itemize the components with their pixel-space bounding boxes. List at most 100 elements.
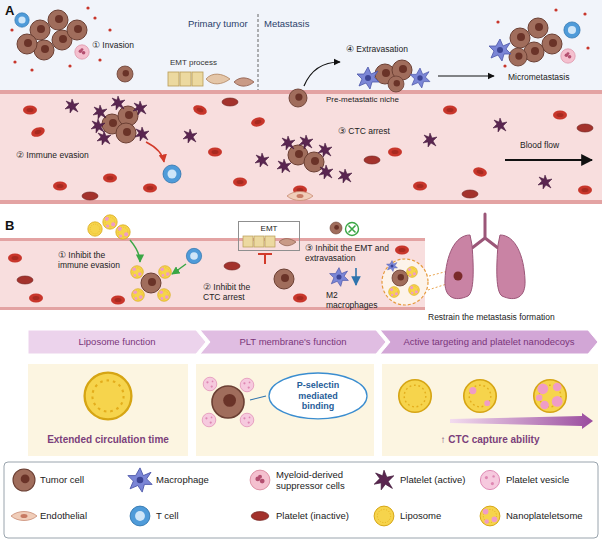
lung-inset-part xyxy=(472,214,498,248)
m2-macrophage-part xyxy=(330,268,349,287)
ctc-cluster-part xyxy=(93,105,107,119)
function-chevron-text: Liposome function xyxy=(78,336,155,347)
pselectin-binding-part xyxy=(212,386,244,418)
liposome-group-part xyxy=(88,222,102,236)
emt-inhibition-part xyxy=(274,269,294,289)
ctc-arrest-part xyxy=(277,159,291,173)
lung-inset-part xyxy=(497,235,525,299)
emt-cells-part xyxy=(192,72,203,86)
captured-ctc-part xyxy=(132,289,145,302)
lung-inset-part xyxy=(407,267,418,278)
emt-inhibition-part xyxy=(264,254,266,264)
legend-icons-part xyxy=(13,469,35,491)
primary-tumor-part xyxy=(117,66,133,82)
ctc-cluster-part xyxy=(133,101,147,115)
ctc-cluster-part xyxy=(91,119,105,133)
blood-cells-part xyxy=(462,190,478,198)
ctc-arrest-part xyxy=(319,165,333,179)
captured-ctc-part xyxy=(158,289,171,302)
function-chevron-shape xyxy=(380,330,598,354)
extravasation-part xyxy=(304,62,340,86)
emt-inhibition-part xyxy=(279,239,296,246)
lung-inset-part xyxy=(389,287,400,298)
emt-box-text: EMT xyxy=(261,224,278,233)
ctc-arrest xyxy=(277,135,333,201)
legend-icons-part xyxy=(374,470,394,490)
legend-label: Nanoplateletsome xyxy=(506,510,583,521)
ctc-arrest-part xyxy=(287,192,313,201)
emt-inhibition-part xyxy=(254,236,264,247)
m2-macrophage xyxy=(330,268,356,287)
binding-ellipse-shape xyxy=(269,373,367,419)
blood-cells-part xyxy=(233,178,247,187)
blood-cells-part xyxy=(538,175,552,189)
micrometastasis-part xyxy=(586,46,589,49)
blood-cells-part xyxy=(443,106,457,115)
emt-cells-part xyxy=(180,72,191,86)
pselectin-binding-part xyxy=(240,378,254,392)
function-panels-part xyxy=(382,364,598,456)
legend-label: Platelet (active) xyxy=(400,474,465,485)
emt-cells-part xyxy=(234,78,254,86)
blood-cells-part xyxy=(577,124,593,132)
panel-caption-text: Extended circulation time xyxy=(47,434,169,446)
blood-cells-part xyxy=(413,182,427,191)
blood-cells-part xyxy=(53,182,67,191)
micrometastasis-part xyxy=(489,39,511,61)
primary-tumor-part xyxy=(93,16,96,19)
micrometastasis-part xyxy=(503,64,506,67)
blood-cells-part xyxy=(250,116,266,128)
legend-label: Liposome xyxy=(400,510,441,521)
blood-cells-part xyxy=(192,103,208,116)
micrometastasis-part xyxy=(542,34,562,54)
region-divider xyxy=(258,14,259,90)
blood-cells-part xyxy=(30,125,46,138)
function-chevron-text: Active targeting and platelet nanodecoys xyxy=(403,336,574,347)
legend-label: Myeloid-derived suppressor cells xyxy=(276,469,376,491)
extravasation xyxy=(289,60,494,107)
blood-flow-arrow-part xyxy=(505,159,592,161)
function-chevron: Active targeting and platelet nanodecoys xyxy=(380,330,598,354)
emt-cells-part xyxy=(168,72,179,86)
legend-label: Tumor cell xyxy=(40,474,84,485)
step-label: ① Invasion xyxy=(92,40,134,50)
blood-cells-part xyxy=(255,153,269,167)
step-label: ① Inhibit the immune evasion xyxy=(58,250,128,270)
function-chevron-shape xyxy=(200,330,386,354)
primary-tumor-part xyxy=(108,28,111,31)
blood-cells-part xyxy=(65,99,79,113)
function-chevron-text: PLT membrane's function xyxy=(239,336,346,347)
extravasation-part xyxy=(289,89,307,107)
primary-tumor-part xyxy=(10,28,13,31)
ctc-cluster-part xyxy=(163,165,181,183)
extravasation-part xyxy=(357,67,379,89)
ctc-arrest-part xyxy=(318,143,332,157)
ctc-cluster xyxy=(91,96,181,183)
primary-tumor-part xyxy=(13,60,16,63)
lung-inset xyxy=(382,214,525,305)
step-label: ② Immune evasion xyxy=(16,150,89,160)
process-label: EMT process xyxy=(170,58,217,67)
blood-cells-part xyxy=(364,156,380,164)
step-label: ④ Extravasation xyxy=(346,44,408,54)
legend-icons-part xyxy=(480,506,500,526)
blood-cells xyxy=(23,98,593,200)
ctc-arrest-part xyxy=(299,135,313,149)
micrometastasis xyxy=(489,8,590,67)
region-label: Primary tumor xyxy=(188,18,248,29)
flow-label: Blood flow xyxy=(520,140,559,150)
emt-cells-part xyxy=(206,74,230,84)
blood-vessel-part xyxy=(0,92,602,202)
pselectin-binding-part xyxy=(250,396,266,400)
micrometastasis-part xyxy=(496,20,499,23)
ctc-arrest-part xyxy=(281,136,295,150)
primary-tumor-part xyxy=(17,34,37,54)
lung-inset-part xyxy=(409,285,420,296)
lung-inset-part xyxy=(454,272,463,281)
lung-inset-part xyxy=(392,270,408,286)
blood-vessel-part xyxy=(0,240,425,308)
micrometastasis-part xyxy=(561,49,575,63)
panel-caption: ↑ CTC capture ability xyxy=(382,430,598,450)
region-divider-part xyxy=(258,14,259,90)
